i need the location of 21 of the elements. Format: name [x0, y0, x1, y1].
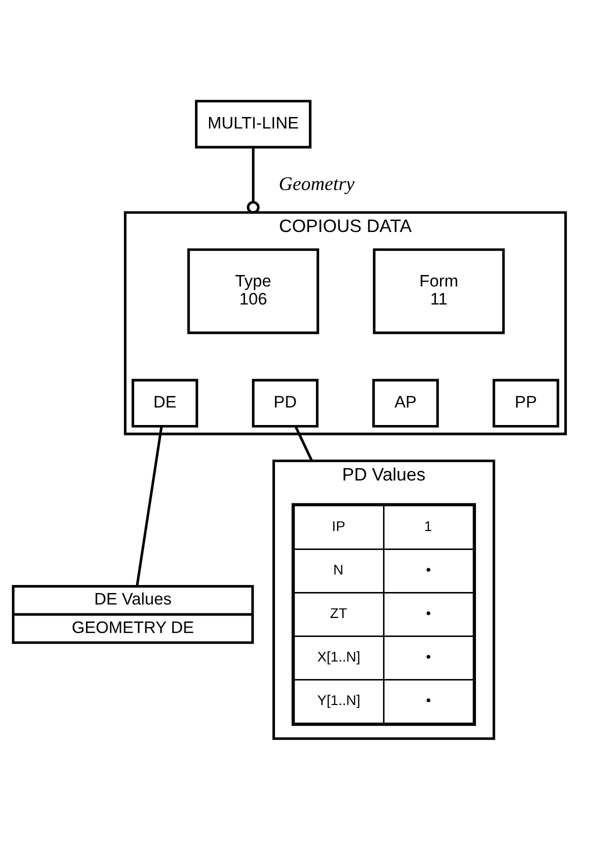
node-box: AP: [372, 378, 439, 428]
label: 1: [424, 518, 432, 534]
node-box: Type 106: [187, 248, 320, 334]
node-box: MULTI-LINE: [194, 100, 312, 148]
node-box: PP: [492, 378, 560, 428]
connector: [294, 426, 313, 462]
label: X[1..N]: [317, 648, 360, 665]
node-box: DE: [132, 378, 198, 428]
label: ZT: [330, 605, 348, 622]
node-box: Form 11: [372, 248, 505, 334]
label: N: [333, 562, 344, 578]
edge-label: Geometry: [278, 174, 354, 196]
label: •: [426, 648, 431, 665]
label: •: [426, 562, 431, 578]
node-box: PD: [252, 378, 318, 428]
connector: [246, 147, 260, 214]
label: •: [426, 605, 431, 622]
label: •: [426, 692, 431, 708]
label: Y[1..N]: [317, 692, 360, 708]
connector: [136, 426, 163, 586]
label: IP: [332, 518, 346, 534]
